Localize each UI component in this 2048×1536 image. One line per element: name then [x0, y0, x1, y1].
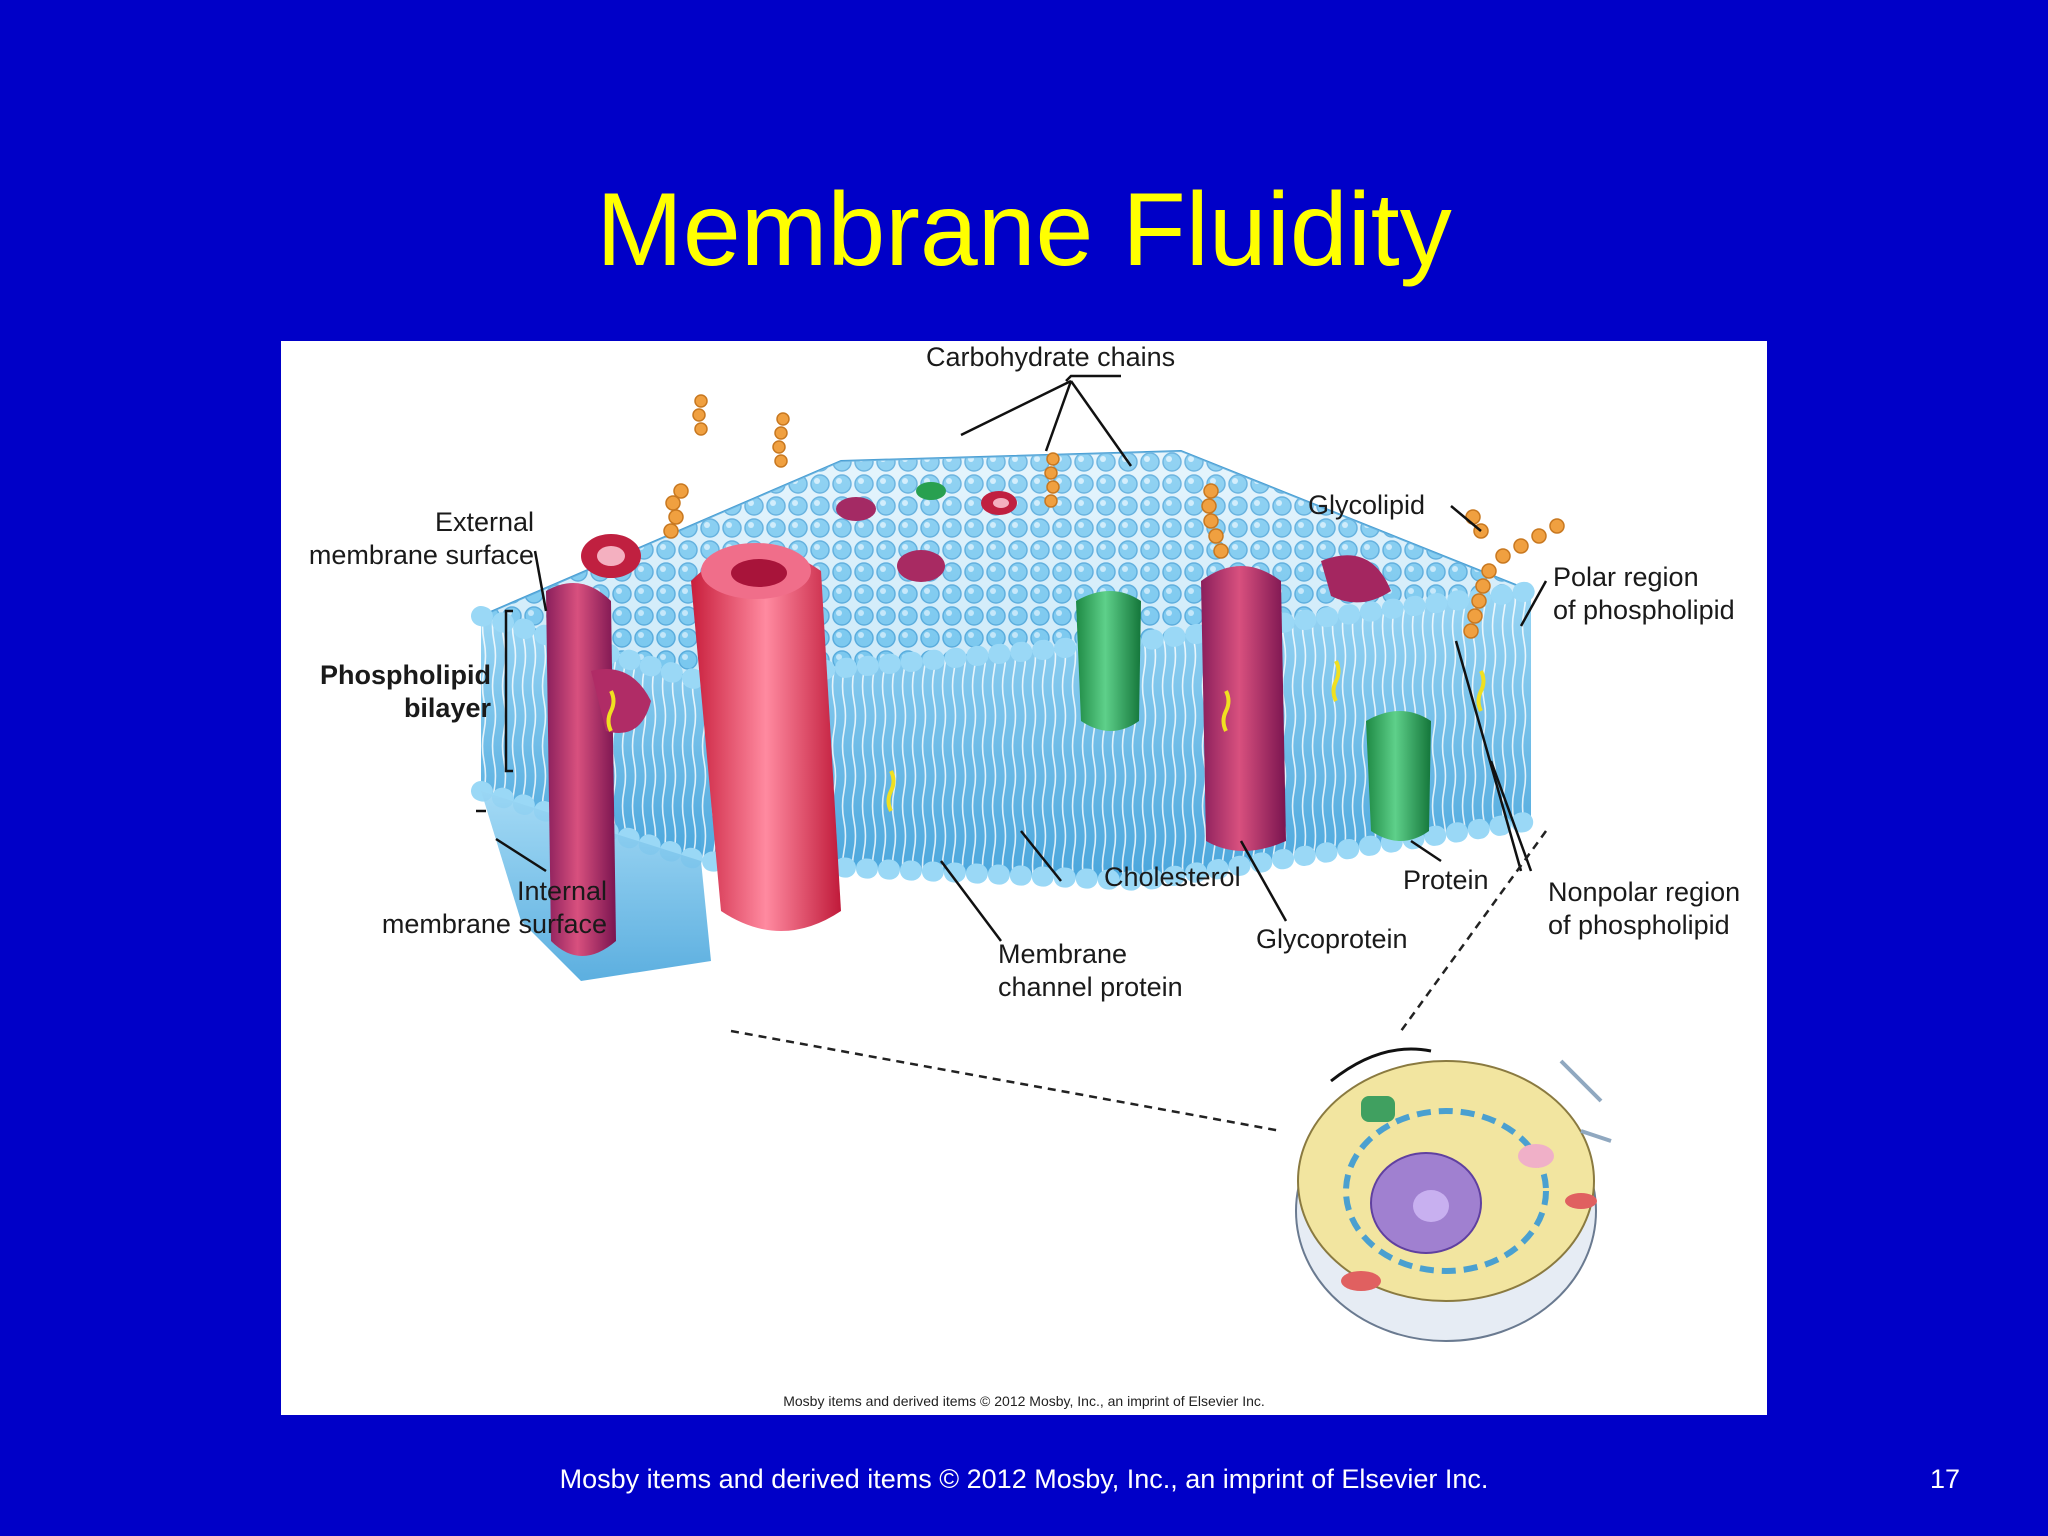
label-polar-region-line1: Polar region — [1553, 562, 1699, 592]
label-phospholipid-line2: bilayer — [403, 693, 491, 723]
label-nonpolar-region: Nonpolar region of phospholipid — [1548, 876, 1740, 942]
label-external-surface-line1: External — [434, 507, 534, 537]
protein-green-lower — [1366, 711, 1431, 841]
protein-green-top — [1076, 591, 1141, 731]
label-nonpolar-line1: Nonpolar region — [1548, 877, 1741, 907]
membrane-illustration — [471, 374, 1612, 1342]
label-protein: Protein — [1403, 865, 1489, 895]
label-channel-protein: Membrane channel protein — [998, 938, 1183, 1004]
slide-footer: Mosby items and derived items © 2012 Mos… — [559, 1464, 1489, 1494]
label-external-surface: External membrane surface — [281, 506, 534, 572]
label-glycolipid: Glycolipid — [1308, 490, 1426, 520]
label-channel-line1: Membrane — [998, 939, 1128, 969]
label-internal-surface-line1: Internal — [516, 876, 607, 906]
label-glycoprotein: Glycoprotein — [1256, 924, 1408, 954]
label-polar-region: Polar region of phospholipid — [1553, 561, 1735, 627]
cell-membrane-figure: Carbohydrate chains External membrane su… — [281, 341, 1767, 1415]
label-internal-surface-line2: membrane surface — [381, 909, 607, 939]
membrane-channel-protein — [691, 543, 841, 931]
figure-credit: Mosby items and derived items © 2012 Mos… — [783, 1393, 1265, 1409]
label-external-surface-line2: membrane surface — [308, 540, 534, 570]
animal-cell-illustration — [1295, 1047, 1612, 1342]
label-internal-surface: Internal membrane surface — [351, 875, 607, 941]
label-phospholipid-bilayer: Phospholipid bilayer — [281, 659, 491, 725]
slide-number: 17 — [1929, 1464, 1960, 1494]
label-nonpolar-line2: of phospholipid — [1548, 910, 1730, 940]
leader-lines — [476, 374, 1548, 942]
label-channel-line2: channel protein — [998, 972, 1183, 1002]
glycoprotein-right — [1201, 555, 1391, 851]
label-carbohydrate-chains: Carbohydrate chains — [926, 342, 1176, 372]
glycoprotein-left — [546, 583, 651, 956]
zoom-lines — [730, 830, 1548, 1133]
label-polar-region-line2: of phospholipid — [1553, 595, 1735, 625]
label-phospholipid-line1: Phospholipid — [320, 660, 491, 690]
label-cholesterol: Cholesterol — [1104, 862, 1241, 892]
slide-title: Membrane Fluidity — [596, 172, 1452, 288]
